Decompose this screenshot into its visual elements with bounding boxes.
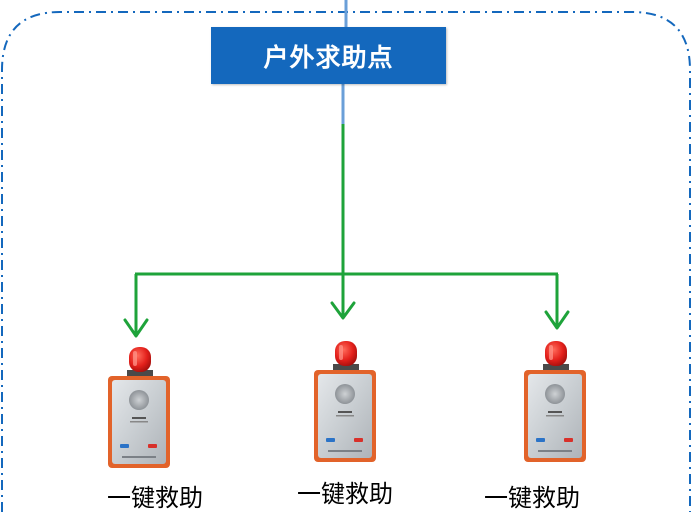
down-arrow-icon	[544, 310, 570, 330]
device-label: 一键救助	[107, 484, 203, 512]
device-label: 一键救助	[297, 480, 393, 508]
warning-beacon-icon	[543, 341, 569, 371]
title-box: 户外求助点	[211, 27, 446, 84]
device-label: 一键救助	[484, 484, 580, 512]
warning-beacon-icon	[333, 341, 359, 371]
emergency-call-box-icon	[314, 341, 376, 462]
title-label: 户外求助点	[263, 42, 394, 72]
down-arrow-icon	[123, 318, 149, 338]
emergency-call-box-icon	[524, 341, 586, 462]
warning-beacon-icon	[127, 347, 153, 377]
down-arrow-icon	[330, 301, 356, 320]
emergency-call-box-icon	[108, 347, 170, 468]
